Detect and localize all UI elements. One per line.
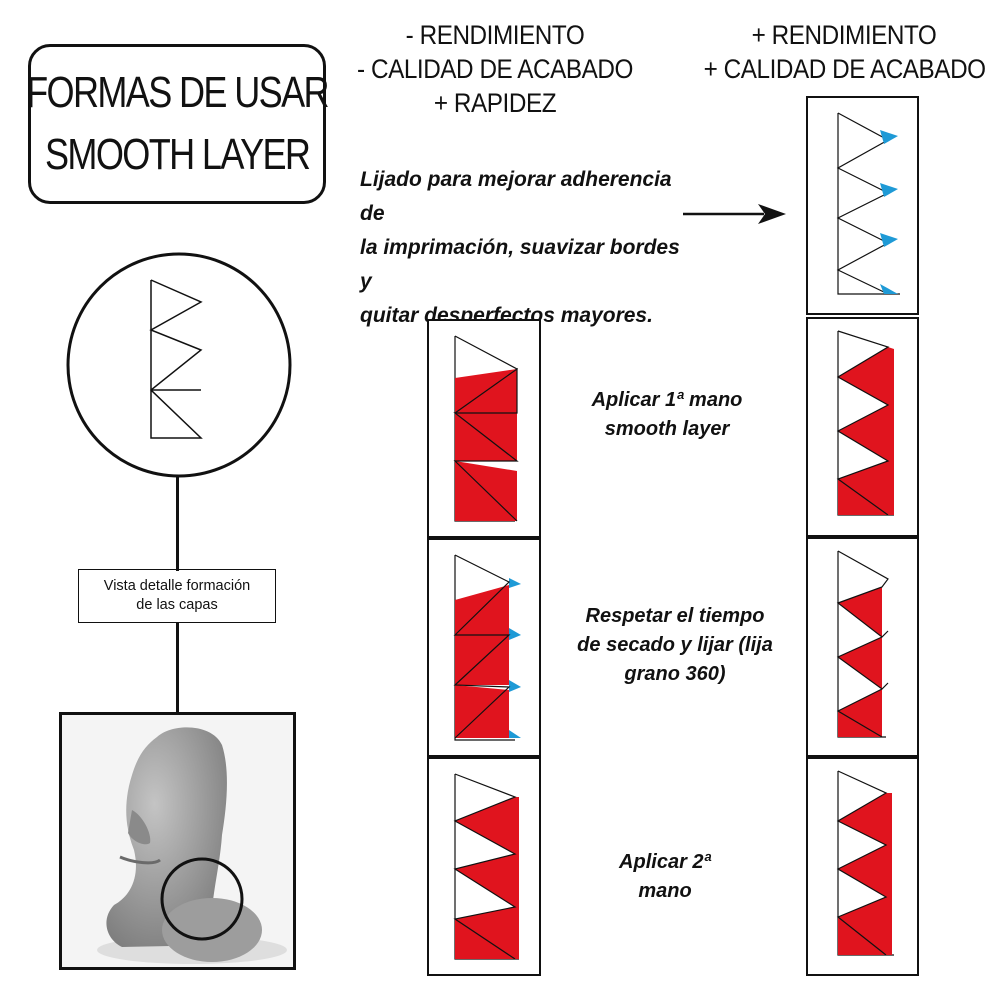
detail-circle bbox=[66, 252, 292, 478]
title-line-1: FORMAS DE USAR bbox=[26, 68, 329, 117]
panel-right-coat2 bbox=[806, 757, 919, 976]
header-left-line: - CALIDAD DE ACABADO bbox=[357, 54, 633, 84]
sanding-note: Lijado para mejorar adherencia de la imp… bbox=[360, 163, 690, 333]
detail-label-line: de las capas bbox=[136, 597, 218, 613]
sanding-note-line: Lijado para mejorar adherencia de bbox=[360, 168, 672, 225]
connector-line bbox=[176, 622, 179, 714]
header-right-line: + CALIDAD DE ACABADO bbox=[703, 54, 986, 84]
header-left-line: - RENDIMIENTO bbox=[405, 20, 585, 50]
step-caption-line: mano bbox=[638, 880, 692, 902]
panel-left-coat2 bbox=[427, 757, 541, 976]
figure-photo bbox=[59, 712, 296, 970]
detail-label-line: Vista detalle formación bbox=[103, 578, 251, 594]
step-caption-3: Aplicar 2ª mano bbox=[560, 848, 770, 906]
detail-label: Vista detalle formación de las capas bbox=[78, 569, 276, 623]
header-left-line: + RAPIDEZ bbox=[433, 88, 557, 118]
header-left: - RENDIMIENTO - CALIDAD DE ACABADO + RAP… bbox=[340, 18, 650, 120]
title-line-2: SMOOTH LAYER bbox=[44, 130, 311, 179]
arrow-right-icon bbox=[683, 204, 786, 224]
panel-right-sanded-primer bbox=[806, 96, 919, 315]
panel-left-coat1 bbox=[427, 319, 541, 538]
step-caption-line: Aplicar 2ª bbox=[619, 851, 711, 873]
header-right: + RENDIMIENTO + CALIDAD DE ACABADO bbox=[688, 18, 1000, 86]
panel-right-coat1 bbox=[806, 317, 919, 537]
step-caption-line: Respetar el tiempo bbox=[585, 605, 765, 627]
panel-right-sanded bbox=[806, 537, 919, 757]
header-right-line: + RENDIMIENTO bbox=[751, 20, 937, 50]
step-caption-1: Aplicar 1ª mano smooth layer bbox=[552, 386, 782, 444]
step-caption-line: de secado y lijar (lija bbox=[577, 634, 773, 656]
step-caption-2: Respetar el tiempo de secado y lijar (li… bbox=[547, 602, 803, 689]
panel-left-sanded bbox=[427, 538, 541, 757]
title-box: FORMAS DE USAR SMOOTH LAYER bbox=[26, 44, 330, 204]
sanding-note-line: la imprimación, suavizar bordes y bbox=[360, 236, 680, 293]
step-caption-line: smooth layer bbox=[604, 418, 730, 440]
step-caption-line: Aplicar 1ª mano bbox=[591, 389, 743, 411]
step-caption-line: grano 360) bbox=[624, 663, 726, 685]
connector-line bbox=[176, 476, 179, 571]
